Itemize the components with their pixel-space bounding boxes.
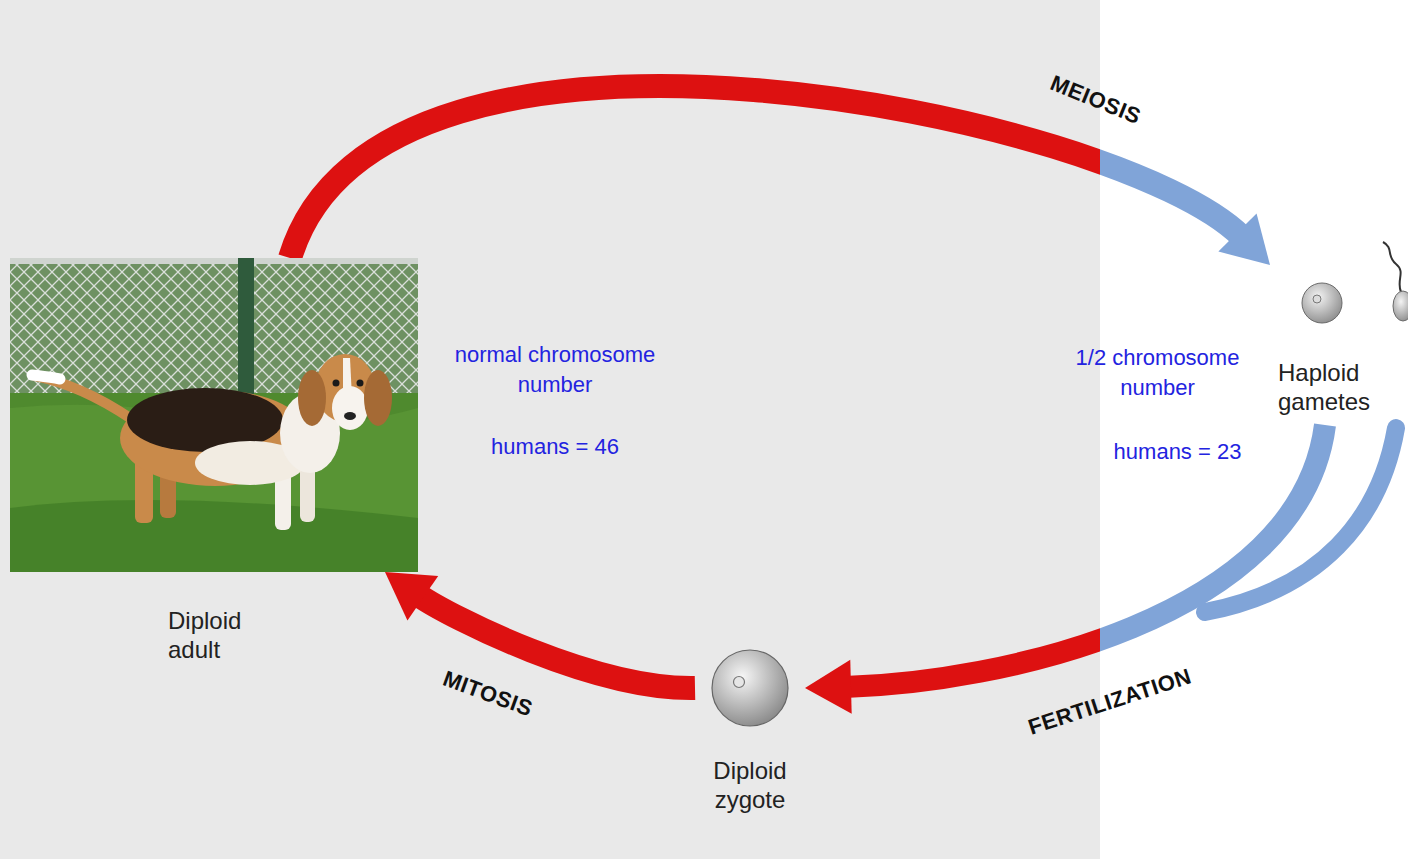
chromosome-note: normal chromosome number [440,340,670,400]
dog-photo [10,258,418,572]
gamete-cells [1270,240,1408,330]
zygote-cell [695,648,805,730]
process-label: MEIOSIS [1046,70,1144,130]
node-label: Diploid adult [168,606,288,664]
gametes-node: Haploid gametes [1270,240,1408,425]
zygote-node: Diploid zygote [695,648,805,822]
process-label: FERTILIZATION [1025,663,1195,740]
chromosome-note: humans = 23 [1080,437,1275,467]
process-label: MITOSIS [439,666,536,722]
arrow-head [805,660,852,714]
node-label: Diploid zygote [695,756,805,814]
arrow-shaft [290,86,1100,258]
cycle-arrow [805,425,1325,714]
adult-photo-node: Diploid adult [10,258,418,572]
arrow-head [385,572,438,620]
arrow-head [1218,213,1270,265]
arrow-shaft [1100,425,1325,687]
grey-panel [0,0,1100,859]
node-label: Haploid gametes [1278,358,1404,416]
arrow-shaft [845,425,1100,687]
chromosome-note: 1/2 chromosome number [1050,343,1265,403]
cycle-arrow [385,572,695,688]
chromosome-note: humans = 46 [455,432,655,462]
